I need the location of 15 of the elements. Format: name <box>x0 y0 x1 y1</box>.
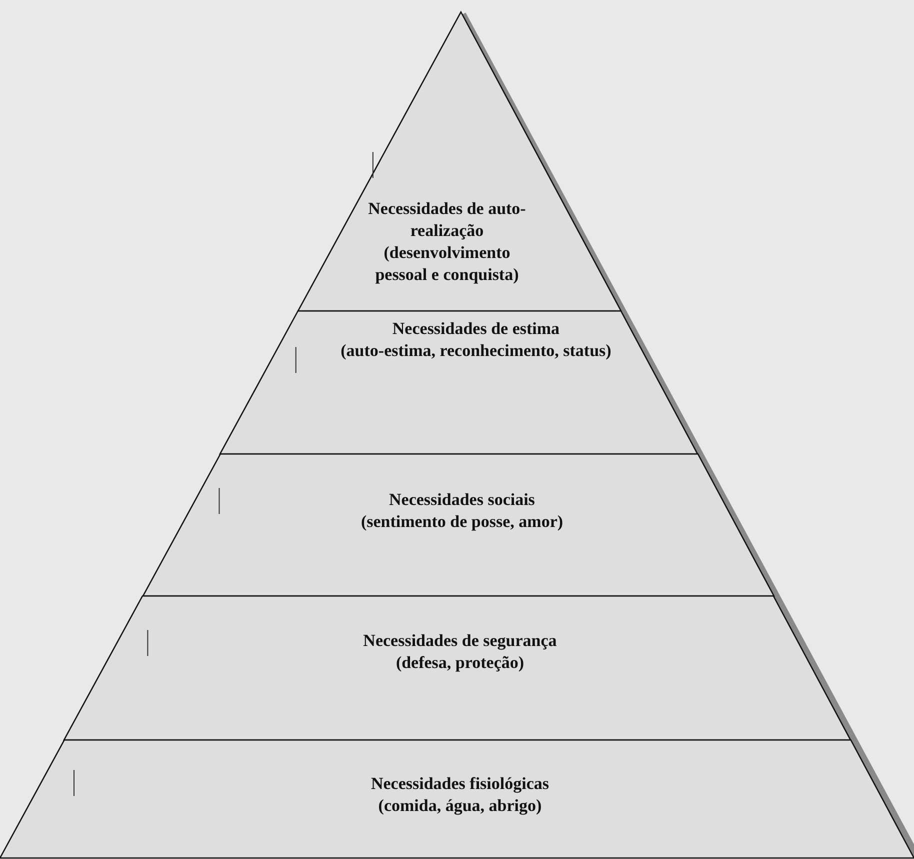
level-description: (comida, água, abrigo) <box>377 795 543 817</box>
level-description: (defesa, proteção) <box>394 652 526 674</box>
level-title: Necessidades de auto-realização <box>367 198 527 242</box>
pyramid-level <box>298 12 622 311</box>
pyramid-level <box>0 740 914 858</box>
pyramid-level <box>64 596 851 740</box>
pyramid-level <box>220 311 698 454</box>
level-description: (sentimento de posse, amor) <box>360 511 564 533</box>
pyramid-level <box>142 454 774 596</box>
level-description: (auto-estima, reconhecimento, status) <box>340 340 612 362</box>
level-title: Necessidades fisiológicas <box>370 773 550 795</box>
level-title: Necessidades de segurança <box>362 630 558 652</box>
level-description: (desenvolvimento pessoal e conquista) <box>374 242 520 286</box>
level-title: Necessidades de estima <box>391 318 561 340</box>
level-title: Necessidades sociais <box>388 489 536 511</box>
